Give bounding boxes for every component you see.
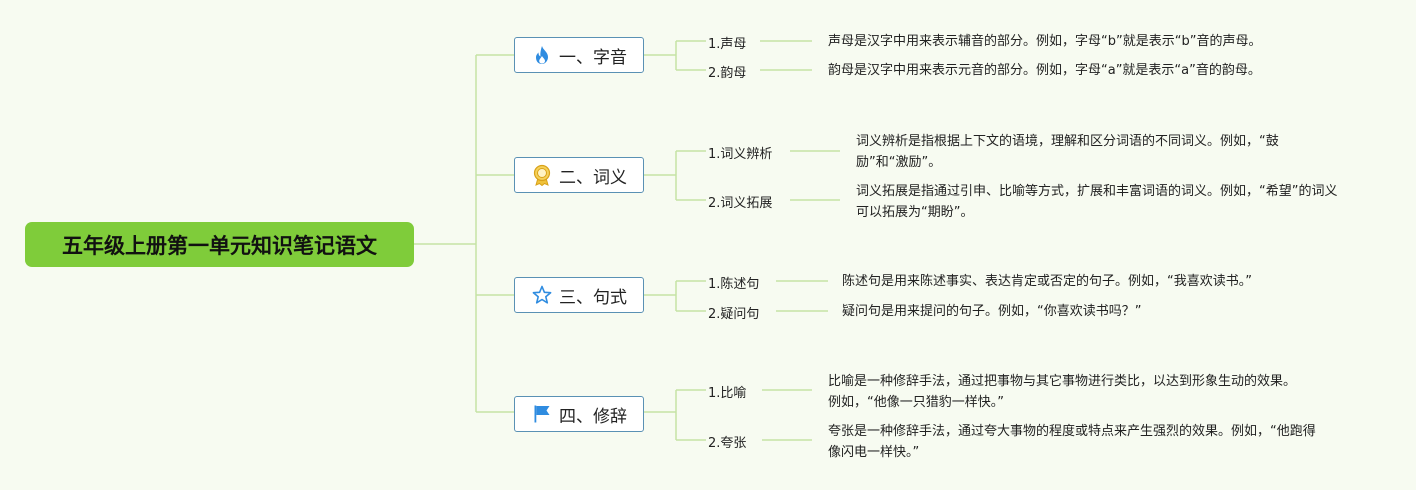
star-icon	[531, 284, 553, 306]
branch-rhetoric[interactable]: 四、修辞	[514, 396, 644, 432]
desc-hyperbole: 夸张是一种修辞手法，通过夸大事物的程度或特点来产生强烈的效果。例如，“他跑得像闪…	[828, 424, 1316, 460]
leaf-metaphor[interactable]: 1.比喻	[708, 386, 747, 401]
branch-label: 三、句式	[559, 287, 627, 308]
branch-label: 二、词义	[559, 167, 627, 188]
desc-declarative: 陈述句是用来陈述事实、表达肯定或否定的句子。例如，“我喜欢读书。”	[842, 274, 1252, 289]
branch-label: 四、修辞	[559, 406, 627, 427]
branch-word-meaning[interactable]: 二、词义	[514, 157, 644, 193]
desc-interrogative: 疑问句是用来提问的句子。例如，“你喜欢读书吗？”	[842, 304, 1142, 319]
flag-icon	[531, 403, 553, 425]
desc-metaphor: 比喻是一种修辞手法，通过把事物与其它事物进行类比，以达到形象生动的效果。例如，“…	[828, 374, 1297, 410]
leaf-word-extension[interactable]: 2.词义拓展	[708, 196, 773, 211]
medal-icon	[531, 164, 553, 186]
leaf-initials[interactable]: 1.声母	[708, 37, 747, 52]
desc-word-discrimination: 词义辨析是指根据上下文的语境，理解和区分词语的不同词义。例如，“鼓励”和“激励”…	[856, 134, 1279, 170]
branch-label: 一、字音	[559, 47, 627, 68]
leaf-word-discrimination[interactable]: 1.词义辨析	[708, 147, 773, 162]
desc-initials: 声母是汉字中用来表示辅音的部分。例如，字母“b”就是表示“b”音的声母。	[828, 34, 1262, 49]
root-topic[interactable]: 五年级上册第一单元知识笔记语文	[25, 222, 414, 267]
root-title: 五年级上册第一单元知识笔记语文	[62, 233, 377, 258]
leaf-declarative[interactable]: 1.陈述句	[708, 277, 760, 292]
desc-word-extension: 词义拓展是指通过引申、比喻等方式，扩展和丰富词语的词义。例如，“希望”的词义可以…	[856, 184, 1338, 220]
fire-icon	[531, 44, 553, 66]
leaf-finals[interactable]: 2.韵母	[708, 66, 747, 81]
branch-pronunciation[interactable]: 一、字音	[514, 37, 644, 73]
desc-finals: 韵母是汉字中用来表示元音的部分。例如，字母“a”就是表示“a”音的韵母。	[828, 63, 1261, 78]
leaf-hyperbole[interactable]: 2.夸张	[708, 436, 747, 451]
leaf-interrogative[interactable]: 2.疑问句	[708, 307, 760, 322]
branch-sentence-types[interactable]: 三、句式	[514, 277, 644, 313]
